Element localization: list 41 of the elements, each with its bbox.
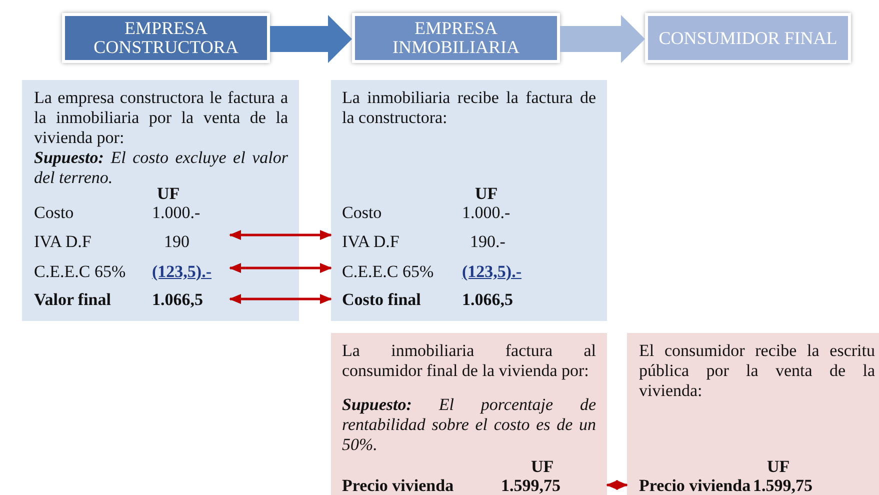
stage-box: CONSUMIDOR FINAL [645, 13, 851, 63]
value-text: 190 [164, 232, 190, 252]
value-text: 1.599,75 [753, 476, 812, 495]
block-arrow [270, 15, 352, 63]
value-text: 1.066,5 [152, 290, 203, 310]
description-text: La empresa constructora le factura a la inmobiliaria por la venta de la vivienda por: [34, 88, 288, 148]
value-text: 1.000.- [152, 203, 200, 223]
assumption-text: Supuesto: El porcentaje de rentabilidad sobre el costo es de un 50%. [342, 395, 596, 455]
value-text: 1.000.- [462, 203, 510, 223]
row-label: Costo final [342, 290, 421, 310]
row-label: C.E.E.C 65% [34, 262, 126, 282]
value-text: (123,5).- [462, 262, 522, 282]
row-label: C.E.E.C 65% [342, 262, 434, 282]
row-label: IVA D.F [34, 232, 92, 252]
description-text: La inmobiliaria factura al consumidor final de la vivienda por: [342, 341, 596, 381]
description-text: El consumidor recibe la escritu pública por la venta de la vivienda: [639, 341, 875, 401]
column-heading: UF [475, 184, 498, 204]
info-panel [331, 80, 607, 321]
info-panel [22, 80, 299, 321]
row-label: Costo [34, 203, 74, 223]
row-label: Valor final [34, 290, 111, 310]
row-label: IVA D.F [342, 232, 400, 252]
value-text: 1.066,5 [462, 290, 513, 310]
value-text: 1.599,75 [501, 476, 560, 495]
info-panel [627, 333, 879, 495]
double-arrow [229, 263, 332, 273]
value-text: (123,5).- [152, 262, 212, 282]
info-panel [331, 333, 607, 495]
row-label: Precio vivienda [639, 476, 751, 495]
double-arrow [229, 230, 332, 240]
value-text: 190.- [470, 232, 506, 252]
column-heading: UF [531, 457, 554, 477]
stage-box: EMPRESA INMOBILIARIA [352, 13, 560, 63]
column-heading: UF [767, 457, 790, 477]
row-label: Precio vivienda [342, 476, 454, 495]
double-arrow [229, 294, 332, 304]
row-label: Costo [342, 203, 382, 223]
block-arrow [560, 15, 645, 63]
description-text: La inmobiliaria recibe la factura de la constructora: [342, 88, 596, 128]
double-arrow [606, 480, 628, 490]
stage-box: EMPRESA CONSTRUCTORA [62, 13, 270, 63]
